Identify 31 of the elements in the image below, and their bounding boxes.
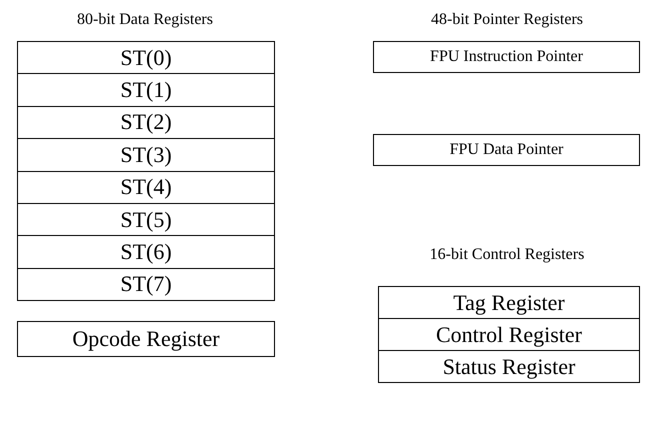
register-cell	[17, 321, 275, 357]
group-heading: 48-bit Pointer Registers	[431, 11, 583, 29]
register-cell	[378, 318, 640, 351]
register-cell	[17, 170, 275, 204]
register-name: ST(3)	[120, 142, 172, 168]
register-cell	[378, 286, 640, 319]
register-name: Control Register	[436, 322, 582, 348]
register-name: ST(4)	[120, 174, 172, 200]
register-cell	[17, 138, 275, 172]
register-name: ST(1)	[120, 77, 172, 104]
register-cell	[378, 350, 640, 383]
group-heading: 16-bit Control Registers	[430, 246, 584, 264]
register-cell	[17, 268, 275, 302]
register-name: ST(7)	[120, 271, 172, 298]
register-name: Tag Register	[453, 290, 565, 316]
register-name: ST(2)	[120, 109, 172, 136]
register-name: FPU Data Pointer	[450, 141, 564, 159]
register-cell	[17, 235, 275, 269]
register-cell	[17, 41, 275, 74]
register-cell	[373, 134, 640, 166]
register-name: FPU Instruction Pointer	[430, 48, 583, 66]
register-name: ST(6)	[120, 239, 172, 266]
group-heading: 80-bit Data Registers	[77, 11, 213, 29]
register-name: ST(0)	[120, 44, 172, 71]
register-name: Opcode Register	[72, 326, 220, 352]
register-cell	[17, 73, 275, 107]
register-cell	[17, 106, 275, 140]
register-name: ST(5)	[120, 206, 172, 233]
register-cell	[373, 41, 640, 73]
register-name: Status Register	[442, 354, 576, 380]
register-cell	[17, 203, 275, 236]
